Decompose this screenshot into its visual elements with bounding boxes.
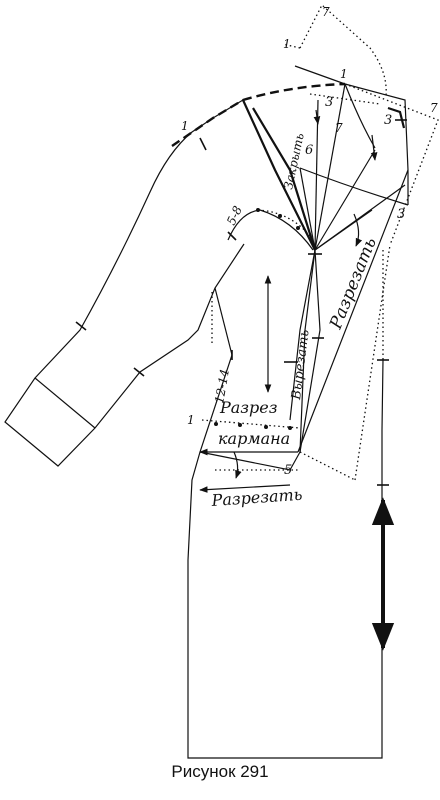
label-pocket-line2: кармана <box>218 429 290 448</box>
label-n5: 5 <box>284 463 292 478</box>
label-n1-top: 1 <box>283 37 291 51</box>
figure-caption: Рисунок 291 <box>171 762 269 781</box>
label-n3-b: 3 <box>384 113 392 128</box>
pocket-dots <box>214 208 300 430</box>
label-pocket-line1: Разрез <box>219 398 277 417</box>
label-cut-long: Разрезать <box>326 235 381 333</box>
label-n7-right: 7 <box>430 101 438 115</box>
label-n3-c: 3 <box>397 207 405 222</box>
label-n3-a: 3 <box>325 95 333 110</box>
arrows <box>199 109 395 651</box>
label-range-12-14: 12-14 <box>212 368 232 404</box>
sleeve-outline <box>4 98 245 467</box>
notch-ticks <box>75 119 407 486</box>
label-n7-mid: 7 <box>335 121 343 135</box>
label-n1-left: 1 <box>187 413 195 427</box>
label-range-5-8: 5-8 <box>224 204 245 228</box>
label-cut-out: Вырезать <box>289 329 313 402</box>
pattern-diagram: 1 1 1 1 3 3 3 6 7 7 7 5 5-8 12-14 Закрыт… <box>4 3 439 759</box>
label-n6: 6 <box>305 143 313 158</box>
front-body-outline <box>187 169 409 759</box>
label-n7-top: 7 <box>322 5 330 19</box>
label-n1-collar: 1 <box>340 67 348 81</box>
shoulder-darts <box>241 65 406 251</box>
label-n1-shoulder: 1 <box>181 119 189 133</box>
